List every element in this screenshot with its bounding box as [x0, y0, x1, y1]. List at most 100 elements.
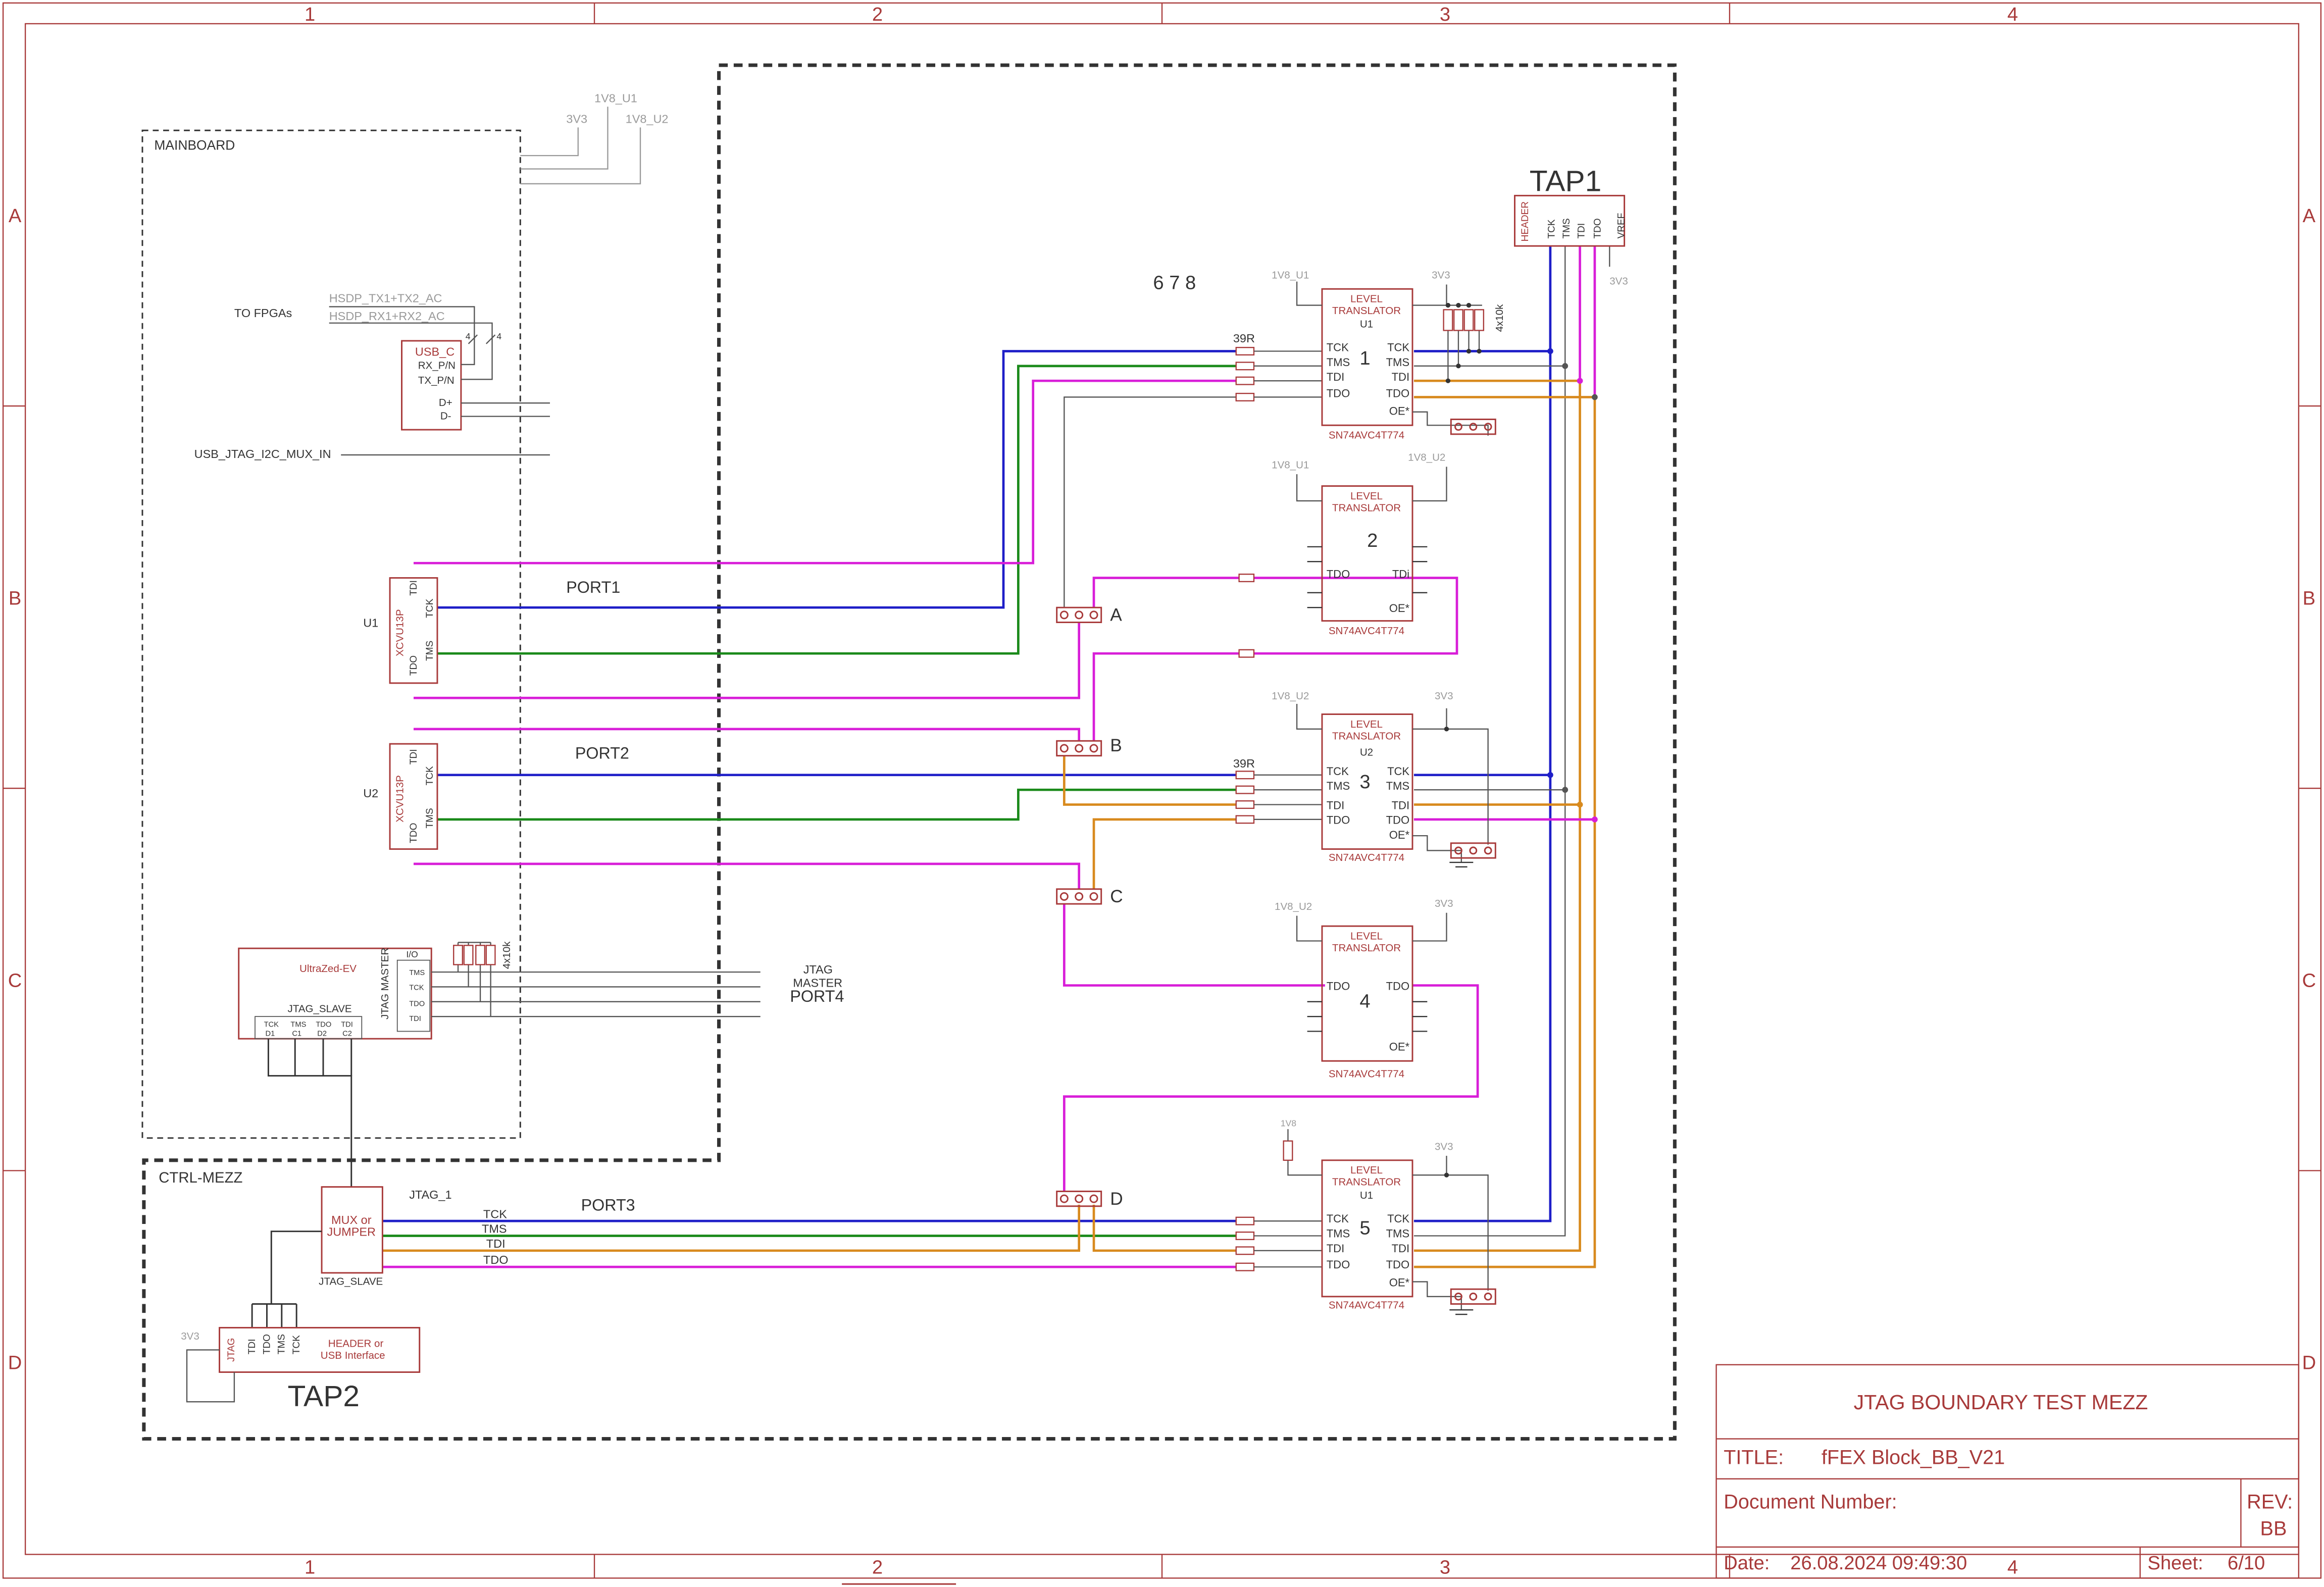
ultrazed-module: UltraZed-EV JTAG MASTER I/O TMS TCK TDO … — [238, 941, 844, 1187]
uz-tms: TMS — [409, 969, 425, 977]
port3-tdi: TDI — [486, 1237, 506, 1250]
wire-jumper-a-tl1 — [1064, 396, 1236, 608]
jumpers: A B C D — [1056, 605, 1123, 1209]
tl3-type-1: LEVEL — [1350, 719, 1383, 730]
wire-tl4-to-d — [1063, 984, 1479, 1192]
uz-tdi: TDI — [409, 1015, 421, 1023]
tl1-out-tdi: TDI — [1392, 371, 1409, 383]
mainboard-power-feed — [520, 107, 641, 185]
tl1-ref: U1 — [1360, 319, 1373, 330]
tl1-type-1: LEVEL — [1350, 293, 1383, 305]
revision-value: BB — [2260, 1517, 2287, 1540]
tl1-out-tms: TMS — [1386, 356, 1409, 369]
fpga-u1-label: U1 — [363, 616, 378, 629]
ctrl-mezz-label: CTRL-MEZZ — [159, 1169, 242, 1186]
tl5-out-tms: TMS — [1386, 1227, 1409, 1240]
tl3-in-tdo: TDO — [1327, 814, 1350, 827]
wire-tl2-to-b — [1092, 652, 1239, 741]
tap2-label: TAP2 — [288, 1380, 360, 1413]
tl4-oe: OE* — [1389, 1041, 1410, 1053]
jumper-b: B — [1056, 736, 1122, 757]
title-label: TITLE: — [1724, 1446, 1784, 1468]
jumper-d: D — [1056, 1189, 1123, 1209]
wire-jumper-a-tl2 — [1092, 577, 1239, 608]
tl2-oe: OE* — [1389, 602, 1410, 615]
tl3-in-tdi: TDI — [1327, 799, 1344, 811]
fpga-u2-tck: TCK — [425, 766, 435, 785]
tap1-header: TAP1 HEADER TCK TMS TDI TDO VREF 3V3 — [1513, 165, 1628, 287]
mux-label-2: JUMPER — [327, 1225, 376, 1238]
slave-pin-tms: TMS — [290, 1021, 306, 1029]
uz-tdo: TDO — [409, 1000, 425, 1008]
tl2-type-2: TRANSLATOR — [1332, 502, 1401, 514]
wire-tl2-loop — [1253, 577, 1458, 655]
tl1-in-tms: TMS — [1327, 356, 1350, 369]
wire-tap1-tdo — [1413, 396, 1596, 1268]
tap2-jtag-pin: JTAG — [226, 1338, 237, 1362]
jumper-a-label: A — [1110, 605, 1122, 625]
sheet-label: Sheet: — [2148, 1552, 2203, 1574]
res-39r-tl1: 39R — [1233, 332, 1255, 345]
region-outlines — [141, 63, 1677, 1441]
ultrazed-jtag-master: JTAG MASTER — [379, 948, 391, 1019]
tl4-vcca: 1V8_U2 — [1275, 901, 1312, 912]
tl3-oe: OE* — [1389, 829, 1410, 841]
junction-dots — [1547, 348, 1598, 823]
wire-port1-tdi — [414, 379, 1236, 565]
tl2-type-1: LEVEL — [1350, 490, 1383, 502]
frame-row-c-left: C — [8, 969, 22, 991]
usb-c-block: USB_C RX_P/N TX_P/N D+ D- TO FPGAs HSDP_… — [194, 292, 550, 460]
res-39r-tl3: 39R — [1233, 757, 1255, 770]
wire-tap1-tck — [1413, 350, 1552, 1222]
usb-tx-pin: TX_P/N — [418, 375, 454, 386]
revision-label: REV: — [2247, 1491, 2293, 1513]
port3-tms: TMS — [482, 1222, 507, 1236]
tap1-pin-header: HEADER — [1520, 201, 1531, 241]
wire-tap1-tdi — [1413, 379, 1581, 1252]
tl3-out-tck: TCK — [1387, 765, 1409, 778]
tap1-pin-tck: TCK — [1547, 219, 1557, 238]
date-value: 26.08.2024 09:49:30 — [1790, 1552, 1967, 1574]
mux-label-1: MUX or — [331, 1213, 372, 1226]
tap1-pin-tdi: TDI — [1576, 223, 1587, 239]
tl2-in-tdo: TDO — [1327, 568, 1350, 581]
level-translator-4: LEVEL TRANSLATOR 4 TDO TDO OE* SN74AVC4T… — [1275, 898, 1453, 1080]
slave-pin-tdi: TDI — [341, 1021, 353, 1029]
tl1-in-tck: TCK — [1327, 341, 1349, 354]
wire-jumper-c-tl3 — [1092, 818, 1236, 889]
tl3-ref: U2 — [1360, 747, 1373, 758]
tl1-in-tdo: TDO — [1327, 387, 1350, 399]
tl4-part: SN74AVC4T774 — [1329, 1068, 1404, 1080]
tap2-3v3: 3V3 — [181, 1330, 199, 1342]
power-3v3-mainboard: 3V3 — [566, 113, 587, 126]
wire-tap1-tms — [1413, 365, 1566, 1237]
port1-label: PORT1 — [566, 578, 620, 596]
tl3-out-tdo: TDO — [1386, 814, 1409, 827]
ultrazed-io: I/O — [406, 949, 418, 959]
frame-row-d-right: D — [2302, 1352, 2316, 1374]
fpga-u2-tdi: TDI — [409, 749, 419, 765]
tl4-in-tdo: TDO — [1327, 980, 1350, 992]
uz-tck: TCK — [409, 984, 424, 992]
fpga-u1-tck: TCK — [425, 598, 435, 618]
tap1-pin-vref: VREF — [1616, 213, 1627, 239]
tl3-out-tdi: TDI — [1392, 799, 1409, 811]
title-value: fFEX Block_BB_V21 — [1822, 1446, 2005, 1468]
slave-id-d1: D1 — [266, 1030, 275, 1038]
tap2-desc-2: USB Interface — [321, 1350, 385, 1361]
ground-symbols — [1449, 861, 1474, 1315]
frame-row-b-right: B — [2303, 587, 2315, 609]
tl5-in-tdo: TDO — [1327, 1258, 1350, 1271]
fpga-u2-part: XCVU13P — [394, 775, 406, 823]
port3-tck: TCK — [483, 1207, 507, 1220]
tl5-vccb: 3V3 — [1435, 1141, 1453, 1152]
wire-jumper-c-tl4 — [1063, 904, 1325, 987]
ultrazed-label: UltraZed-EV — [299, 963, 357, 975]
wire-jumper-b-tl3 — [1063, 755, 1236, 806]
to-fpgas-label: TO FPGAs — [234, 306, 292, 320]
tl5-type-1: LEVEL — [1350, 1164, 1383, 1176]
tl5-out-tdi: TDI — [1392, 1242, 1409, 1255]
frame-row-b-left: B — [9, 587, 21, 609]
document-number-label: Document Number: — [1724, 1491, 1897, 1513]
usb-dminus-pin: D- — [440, 411, 451, 422]
